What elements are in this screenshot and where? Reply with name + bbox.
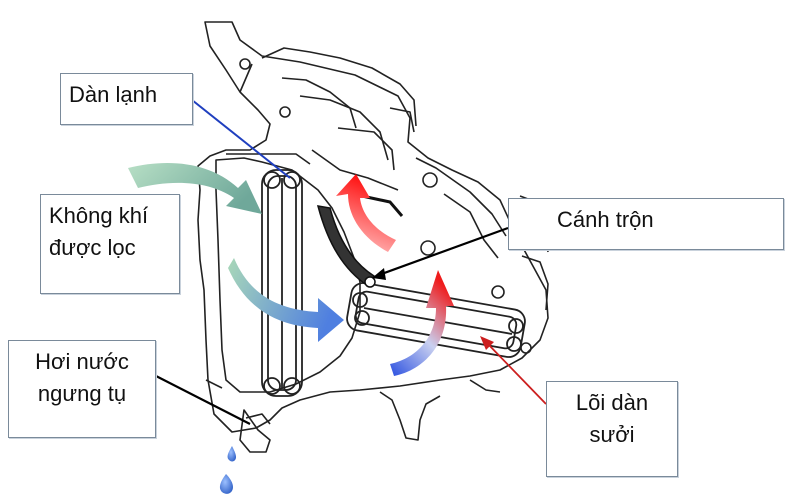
evaporator-core (261, 169, 303, 397)
heater-core-label: Lõi dàn sưởi (546, 381, 678, 477)
filtered-air-arrow-bottom (228, 258, 344, 342)
heater-core-leader-arrowhead (480, 336, 494, 350)
blend-door-leader-arrowhead (372, 268, 386, 280)
water-drop-icon (219, 474, 233, 494)
blend-door-label: Cánh trộn (508, 198, 784, 250)
water-drop-icon (227, 446, 236, 462)
filtered-air-label: Không khí được lọc (40, 194, 180, 294)
evaporator-label-text: Dàn lạnh (69, 82, 158, 107)
heater-core-label-line1: Lõi dàn (575, 390, 649, 415)
filtered-air-label-line2: được lọc (49, 234, 136, 260)
condensate-label-line1: Hơi nước (35, 349, 129, 374)
heater-core-label-line2: sưởi (589, 421, 635, 447)
evaporator-label: Dàn lạnh (60, 73, 193, 125)
filtered-air-label-line1: Không khí (49, 203, 149, 228)
heater-core-leader-line (485, 341, 547, 405)
condensate-label-line2: ngưng tụ (37, 380, 127, 406)
blend-door (316, 194, 404, 288)
filtered-air-arrow-top (128, 162, 262, 214)
evaporator-leader-line (191, 99, 291, 179)
hot-air-arrow-upper (336, 174, 396, 252)
blend-door-label-text: Cánh trộn (557, 207, 654, 232)
mixed-air-arrow (390, 270, 454, 376)
blend-door-leader-line (375, 226, 509, 278)
condensate-label: Hơi nước ngưng tụ (8, 340, 156, 438)
condensate-leader-line (155, 375, 251, 425)
